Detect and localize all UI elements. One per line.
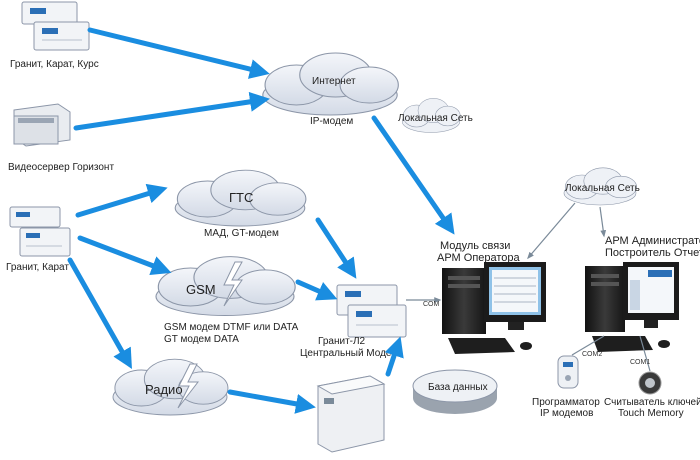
videoserver-panel xyxy=(18,118,54,123)
admin-workstation xyxy=(585,262,679,352)
local-net-label-right: Локальная Сеть xyxy=(565,183,640,194)
link-programmer-to-admin xyxy=(571,335,605,356)
local-net-label-top: Локальная Сеть xyxy=(398,113,473,124)
gsm-modems-label-2: GT модем DATA xyxy=(164,334,239,345)
gsm-cloud xyxy=(155,256,296,317)
admin-mouse xyxy=(658,340,670,348)
device-label-videoserver: Видеосервер Горизонт xyxy=(8,162,114,173)
panel-device-display xyxy=(42,28,58,34)
operator-station-label-1: Модуль связи xyxy=(440,240,510,252)
arrow-radio-to-base xyxy=(227,389,316,414)
key-reader-label-2: Touch Memory xyxy=(618,408,684,419)
central-modem-display xyxy=(356,311,372,317)
gsm-signal-bolt xyxy=(223,261,243,307)
device-label-granit-karat-kurs: Гранит, Карат, Курс xyxy=(10,59,99,70)
panel-device-display xyxy=(30,8,46,14)
panel-device-display xyxy=(16,212,30,217)
central-modem-label-1: Гранит-Л2 xyxy=(318,336,366,347)
panel-device-group-top xyxy=(21,1,90,51)
arrow-panels-to-internet xyxy=(87,27,270,79)
panel-device xyxy=(33,21,90,51)
videoserver-device xyxy=(13,103,71,147)
central-modem-display xyxy=(345,291,361,297)
port-com1-label: COM1 xyxy=(630,359,650,366)
arrow-base-to-modem xyxy=(384,336,404,377)
admin-drive-bay xyxy=(591,274,619,278)
central-modem-unit xyxy=(347,304,407,338)
ip-modem-label: IP-модем xyxy=(310,116,353,127)
admin-screen-banner xyxy=(648,270,672,277)
ip-programmer-label-1: Программатор xyxy=(532,397,600,408)
key-reader-device xyxy=(638,371,662,395)
radio-signal-bolt xyxy=(177,363,200,409)
panel-device xyxy=(19,227,71,257)
gsm-modems-label-1: GSM модем DTMF или DATA xyxy=(164,322,299,333)
admin-keyboard xyxy=(592,336,653,352)
operator-station-label-2: АРМ Оператора xyxy=(437,252,521,264)
admin-station-label-2: Построитель Отчетов xyxy=(605,247,700,259)
arrow-panels-to-radio xyxy=(67,257,132,369)
operator-monitor-stand xyxy=(508,322,524,330)
admin-station-label-1: АРМ Администратора xyxy=(605,235,700,247)
link-localnet-to-admin xyxy=(599,206,607,238)
gsm-label: GSM xyxy=(186,282,216,297)
arrow-gts-to-modem xyxy=(315,217,357,279)
operator-keyboard xyxy=(448,338,515,354)
arrow-panels-to-gsm xyxy=(77,235,172,276)
gts-modems-label: МАД, GT-модем xyxy=(204,228,279,239)
operator-drive-bay xyxy=(448,284,480,288)
database-label: База данных xyxy=(428,382,488,393)
gts-label: ГТС xyxy=(229,190,253,205)
admin-monitor-stand xyxy=(644,320,658,328)
key-reader-label-1: Считыватель ключей xyxy=(604,397,700,408)
central-modem-label-2: Центральный Модем xyxy=(300,348,398,359)
internet-label: Интернет xyxy=(312,76,356,87)
operator-screen-window xyxy=(492,270,538,312)
thin-connections xyxy=(406,202,651,372)
arrow-panels-to-gts xyxy=(75,183,168,218)
port-com-label: COM xyxy=(423,301,440,308)
arrow-internet-to-operator xyxy=(371,115,455,235)
operator-drive-bay xyxy=(448,276,480,280)
panel-device-display xyxy=(26,233,40,238)
operator-workstation xyxy=(442,262,546,354)
database-disk xyxy=(412,369,498,414)
ip-programmer-label-2: IP модемов xyxy=(540,408,593,419)
radio-label: Радио xyxy=(145,382,183,397)
arrow-gsm-to-modem xyxy=(295,279,338,301)
panel-device-group-bottom xyxy=(9,206,71,257)
blue-arrows xyxy=(67,27,455,414)
ip-programmer-device xyxy=(557,355,579,389)
device-label-granit-karat: Гранит, Карат xyxy=(6,262,69,273)
link-localnet-to-operator xyxy=(527,202,576,260)
operator-mouse xyxy=(520,342,532,350)
admin-screen-panel xyxy=(630,280,640,310)
radio-base-label-plate xyxy=(324,398,334,404)
radio-base-unit xyxy=(316,375,386,453)
arrow-videoserver-to-internet xyxy=(73,91,270,131)
admin-drive-bay xyxy=(591,282,619,286)
central-modem-device xyxy=(336,284,407,338)
port-com2-label: COM2 xyxy=(582,351,602,358)
link-reader-to-admin xyxy=(639,335,651,372)
